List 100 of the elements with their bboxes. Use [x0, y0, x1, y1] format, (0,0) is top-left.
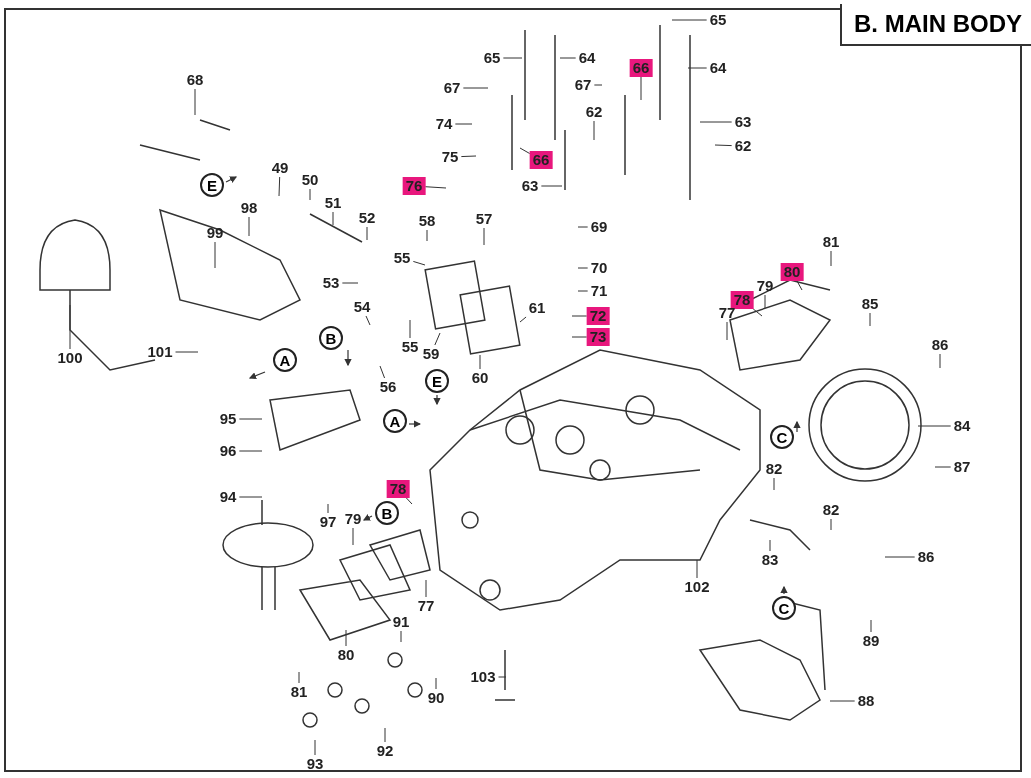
- leader-line: [238, 496, 263, 498]
- leader-line: [483, 227, 485, 246]
- callout-number: 86: [914, 548, 938, 566]
- leader-line: [769, 539, 771, 552]
- leader-line: [884, 556, 916, 558]
- callout-number: 81: [287, 683, 311, 701]
- leader-line: [593, 84, 603, 86]
- callout-number: 69: [587, 218, 611, 236]
- callout-number: 77: [414, 597, 438, 615]
- callout-number: 63: [731, 113, 755, 131]
- leader-line: [435, 677, 437, 690]
- callout-number: 53: [319, 274, 343, 292]
- circled-letter: E: [425, 369, 449, 393]
- callout-number: 98: [237, 199, 261, 217]
- leader-line: [278, 176, 281, 197]
- leader-line: [519, 147, 531, 154]
- callout-number: 101: [144, 343, 176, 361]
- leader-line: [309, 188, 311, 201]
- circled-letter: C: [770, 425, 794, 449]
- leader-line: [454, 123, 473, 125]
- leader-line: [341, 282, 359, 284]
- callout-number: 97: [316, 513, 340, 531]
- leader-line: [699, 121, 733, 123]
- callout-number: 82: [819, 501, 843, 519]
- leader-line: [352, 527, 354, 546]
- callout-number: 79: [341, 510, 365, 528]
- callout-number: 64: [575, 49, 599, 67]
- leader-line: [238, 418, 263, 420]
- callout-number: 59: [419, 345, 443, 363]
- callout-number: 50: [298, 171, 322, 189]
- circled-letter: A: [273, 348, 297, 372]
- callout-number: 70: [587, 259, 611, 277]
- leader-line: [687, 67, 708, 69]
- leader-line: [238, 450, 263, 452]
- callout-number: 81: [819, 233, 843, 251]
- leader-line: [830, 518, 832, 531]
- callout-number: 103: [467, 668, 499, 686]
- leader-line: [384, 727, 386, 743]
- callout-number: 67: [440, 79, 464, 97]
- leader-line: [366, 226, 368, 241]
- callout-number: 58: [415, 212, 439, 230]
- leader-line: [577, 290, 589, 292]
- circled-letter: B: [319, 326, 343, 350]
- callout-number: 55: [390, 249, 414, 267]
- leader-line: [571, 315, 588, 317]
- callout-number: 52: [355, 209, 379, 227]
- circled-letter: E: [200, 173, 224, 197]
- leader-line: [796, 280, 803, 291]
- leader-line: [298, 671, 300, 684]
- leader-line: [412, 260, 426, 266]
- callout-number: 80: [334, 646, 358, 664]
- callout-number: 86: [928, 336, 952, 354]
- callout-number: 54: [350, 298, 374, 316]
- callout-number: 92: [373, 742, 397, 760]
- leader-line: [764, 294, 766, 309]
- leader-line: [870, 619, 872, 633]
- callout-number: 51: [321, 194, 345, 212]
- leader-line: [462, 87, 489, 89]
- leader-line: [502, 57, 523, 59]
- leader-line: [571, 336, 588, 338]
- leader-line: [829, 700, 856, 702]
- leader-line: [540, 185, 563, 187]
- leader-line: [214, 241, 216, 269]
- callout-number: 68: [183, 71, 207, 89]
- leader-line: [327, 503, 329, 514]
- leader-line: [345, 629, 347, 647]
- leader-line: [426, 229, 428, 242]
- leader-line: [460, 155, 477, 158]
- leader-line: [726, 321, 728, 341]
- leader-line: [405, 497, 413, 505]
- callout-number: 90: [424, 689, 448, 707]
- leader-line: [934, 466, 952, 468]
- leader-line: [479, 354, 481, 370]
- title-heading: B. MAIN BODY: [840, 4, 1031, 46]
- leader-line: [400, 630, 402, 643]
- callout-number: 94: [216, 488, 240, 506]
- callout-number: 100: [54, 349, 86, 367]
- leader-line: [830, 250, 832, 267]
- leader-line: [248, 216, 250, 237]
- callout-number: 93: [303, 755, 327, 773]
- callout-number: 85: [858, 295, 882, 313]
- callout-number: 49: [268, 159, 292, 177]
- callout-number: 60: [468, 369, 492, 387]
- leader-line: [424, 186, 447, 189]
- callout-number: 83: [758, 551, 782, 569]
- leader-line: [752, 308, 763, 317]
- callout-number: 72: [586, 307, 610, 325]
- leader-line: [773, 477, 775, 491]
- leader-line: [498, 676, 507, 678]
- callout-number: 95: [216, 410, 240, 428]
- callout-number: 88: [854, 692, 878, 710]
- callout-number: 65: [480, 49, 504, 67]
- leader-line: [671, 19, 708, 21]
- leader-line: [379, 365, 386, 379]
- callout-number: 102: [681, 578, 713, 596]
- leader-line: [434, 332, 441, 346]
- leader-line: [194, 88, 196, 116]
- leader-line: [409, 319, 411, 339]
- callout-number: 74: [432, 115, 456, 133]
- leader-line: [519, 316, 527, 323]
